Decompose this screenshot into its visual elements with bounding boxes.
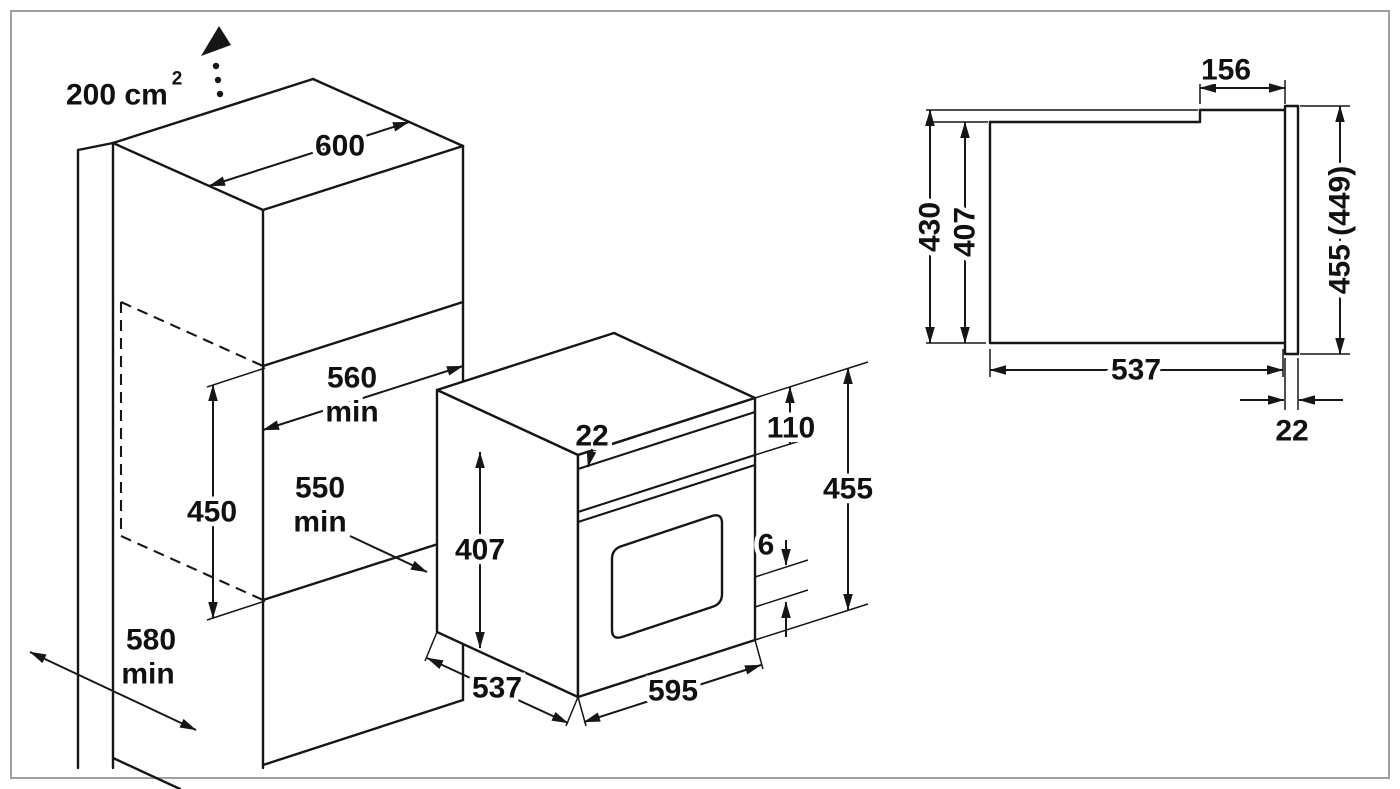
dim-ref-overlap-bottom (754, 589, 809, 608)
dim-label-body-height-side: 407 (949, 207, 982, 257)
dim-label-top-trim: 22 (575, 420, 608, 453)
dim-label-top-setback: 156 (1201, 54, 1251, 87)
dim-label-frame-thickness: 22 (1275, 415, 1308, 448)
side-view-dimensions: 156 430 407 455 (449) 537 22 (909, 49, 1361, 452)
cabinet-front-bottom-edge (261, 698, 465, 767)
cabinet-left-panel-top-edge (76, 141, 115, 152)
vent-dot (216, 90, 224, 98)
vent-area-label: 200 cm (66, 79, 168, 112)
dim-label-cabinet-depth-min: min (121, 658, 174, 691)
dim-ext-oven-top (754, 361, 869, 399)
dim-ext-control-panel-bottom (754, 438, 807, 456)
niche-hidden-bottom-edge (120, 535, 264, 601)
dim-label-niche-width: 560 (327, 362, 377, 395)
dim-label-oven-body-height: 407 (455, 534, 505, 567)
oven-door-window (610, 514, 724, 639)
dim-label-front-frame-height: 455 (449) (1324, 166, 1357, 294)
dim-label-oven-width: 595 (648, 675, 698, 708)
vent-area-superscript: 2 (172, 69, 183, 90)
vent-dot (212, 62, 220, 70)
oven-door-top-line (576, 463, 757, 524)
dim-label-oven-body-depth: 537 (472, 672, 522, 705)
dim-ext-niche-height-top (206, 367, 266, 388)
niche-hidden-edges (119, 301, 264, 601)
cabinet-floor-edge (111, 756, 182, 789)
vent-airflow-arrow-icon (201, 26, 231, 56)
dim-leader-niche-depth (349, 535, 428, 573)
side-section-view: 156 430 407 455 (449) 537 22 (909, 49, 1361, 452)
niche-hidden-top-edge (120, 301, 264, 367)
dim-label-cabinet-width: 600 (315, 130, 365, 163)
ventilation-indicator: 200 cm 2 (62, 26, 231, 116)
dim-line-niche-width (262, 365, 464, 431)
oven-top-trim-line (576, 410, 757, 471)
dim-label-niche-height: 450 (187, 496, 237, 529)
dim-ext-niche-height-bottom (206, 600, 266, 621)
oven-side-outline (988, 104, 1300, 356)
dim-line-cabinet-depth (29, 651, 197, 731)
vent-dot (214, 76, 222, 84)
cabinet-top-back-edge (111, 77, 315, 145)
page-border (10, 10, 1390, 779)
dim-ref-overlap-top (754, 559, 809, 578)
isometric-installation-view: 200 cm 2 600 560 min 550 min 450 580 min (29, 26, 878, 789)
dim-label-control-panel-height: 110 (767, 412, 815, 445)
dim-ext-oven-depth-back (424, 631, 438, 662)
niche-opening-bottom-edge (261, 534, 465, 602)
dim-ext-oven-depth-front (565, 696, 579, 727)
dim-leader-top-trim (586, 448, 597, 468)
dim-label-niche-depth: 550 (295, 472, 345, 505)
dim-line-oven-body-depth (426, 657, 569, 724)
dim-label-niche-height-side: 430 (914, 202, 947, 252)
cabinet-top-left-edge (111, 141, 265, 212)
dim-line-cabinet-width (208, 121, 410, 187)
dim-label-niche-depth-min: min (293, 506, 346, 539)
oven-control-panel-bottom-line (576, 453, 757, 514)
dim-label-body-depth-side: 537 (1111, 354, 1161, 387)
cabinet-top-right-edge (311, 77, 465, 148)
dim-label-oven-total-height: 455 (823, 473, 873, 506)
cabinet-dimensions: 600 560 min 550 min 450 580 min (29, 121, 464, 731)
dim-ext-oven-width-right (754, 639, 764, 670)
dim-label-cabinet-depth: 580 (126, 624, 176, 657)
side-front-frame (1283, 104, 1300, 356)
dim-label-bottom-overlap: 6 (758, 529, 775, 562)
dim-ext-oven-bottom (754, 603, 869, 641)
dim-label-niche-width-min: min (325, 396, 378, 429)
oven-drawing: 22 407 537 595 110 455 6 (424, 331, 878, 727)
niche-opening-top-edge (261, 300, 465, 368)
dim-line-oven-width (583, 664, 762, 723)
